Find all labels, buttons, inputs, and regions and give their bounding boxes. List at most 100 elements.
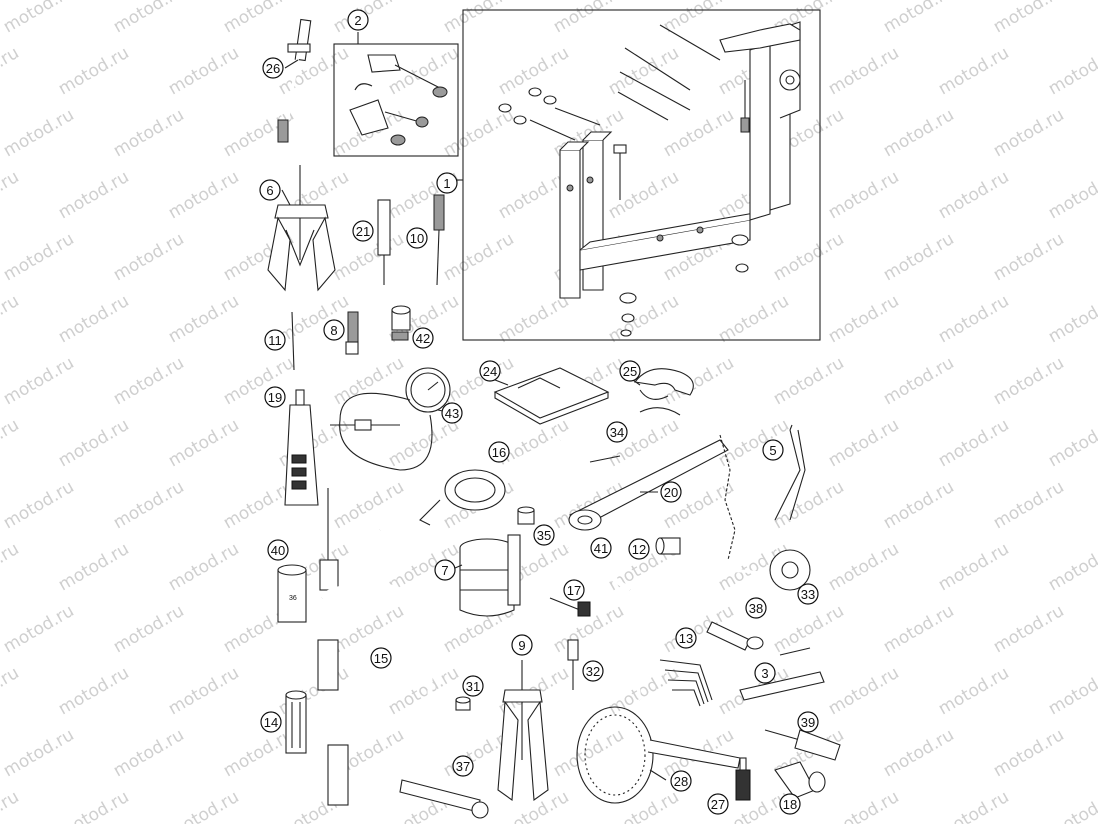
tool-21-pin xyxy=(377,199,391,285)
callout-26: 26 xyxy=(262,57,284,79)
callout-3: 3 xyxy=(754,662,776,684)
callout-circle xyxy=(745,597,767,619)
callout-circle xyxy=(262,57,284,79)
callout-28: 28 xyxy=(670,770,692,792)
tool-6-puller xyxy=(267,165,336,292)
callout-number: 19 xyxy=(268,390,282,405)
callout-circle xyxy=(660,481,682,503)
callout-number: 14 xyxy=(264,715,278,730)
callout-circle xyxy=(762,439,784,461)
callout-circle xyxy=(406,227,428,249)
callout-circle xyxy=(797,583,819,605)
callout-number: 8 xyxy=(330,323,337,338)
tool-11-rod xyxy=(291,311,295,371)
callout-circle xyxy=(779,793,801,815)
callout-circle xyxy=(582,660,604,682)
tool-5-pliers xyxy=(774,424,806,521)
tool-39-bolt xyxy=(764,729,841,761)
tool-16-wrench xyxy=(378,436,562,534)
tool-38-sleeve xyxy=(706,621,764,651)
callout-number: 34 xyxy=(610,425,624,440)
tool-28-band-wrench xyxy=(576,706,741,804)
callout-circle xyxy=(434,559,456,581)
callout-9: 9 xyxy=(511,634,533,656)
tool-33-flange-hose xyxy=(636,549,811,701)
callout-number: 32 xyxy=(586,664,600,679)
callout-circle xyxy=(347,9,369,31)
callout-number: 39 xyxy=(801,715,815,730)
callout-number: 9 xyxy=(518,638,525,653)
callout-37: 37 xyxy=(452,755,474,777)
callout-number: 6 xyxy=(266,183,273,198)
callout-35: 35 xyxy=(533,524,555,546)
callout-circle xyxy=(619,360,641,382)
callout-number: 17 xyxy=(567,583,581,598)
callout-number: 5 xyxy=(769,443,776,458)
tool-15-valve-spring-compressor xyxy=(317,488,433,806)
callout-circle xyxy=(628,538,650,560)
callout-number: 37 xyxy=(456,759,470,774)
callout-number: 16 xyxy=(492,445,506,460)
callout-circle xyxy=(511,634,533,656)
callout-circle xyxy=(370,647,392,669)
tool-27-loctite-bottle xyxy=(735,757,751,801)
callout-number: 40 xyxy=(271,543,285,558)
callout-circle xyxy=(441,402,463,424)
callout-circle xyxy=(267,539,289,561)
callout-circle xyxy=(264,329,286,351)
tool-13-hex-keys xyxy=(659,659,713,707)
callout-2: 2 xyxy=(347,9,369,31)
callout-circle xyxy=(259,179,281,201)
callout-number: 18 xyxy=(783,797,797,812)
callout-6: 6 xyxy=(259,179,281,201)
callout-15: 15 xyxy=(370,647,392,669)
tool-41-mandrel xyxy=(566,545,632,593)
callout-circle xyxy=(590,537,612,559)
tool-10-drift xyxy=(433,194,445,286)
tool-20-chain-wrench xyxy=(568,434,736,561)
callout-19: 19 xyxy=(264,386,286,408)
callout-number: 28 xyxy=(674,774,688,789)
callout-24: 24 xyxy=(479,360,501,382)
tool-40-socket: 36 xyxy=(277,564,307,623)
callout-circle xyxy=(452,755,474,777)
socket-marking: 36 xyxy=(289,595,297,602)
callout-circle xyxy=(260,711,282,733)
callout-21: 21 xyxy=(352,220,374,242)
callout-33: 33 xyxy=(797,583,819,605)
callout-number: 26 xyxy=(266,61,280,76)
tool-25-clamp xyxy=(634,368,694,400)
callout-circle xyxy=(707,793,729,815)
callout-number: 20 xyxy=(664,485,678,500)
callout-circle xyxy=(670,770,692,792)
callout-number: 43 xyxy=(445,406,459,421)
callout-16: 16 xyxy=(488,441,510,463)
callout-circle xyxy=(412,327,434,349)
tool-2-adapter-set xyxy=(333,32,459,157)
callout-14: 14 xyxy=(260,711,282,733)
callout-7: 7 xyxy=(434,559,456,581)
tool-34-pin xyxy=(589,407,681,463)
callout-number: 15 xyxy=(374,651,388,666)
callout-34: 34 xyxy=(606,421,628,443)
callout-39: 39 xyxy=(797,711,819,733)
tool-43-pressure-gauge xyxy=(330,367,451,471)
callout-number: 38 xyxy=(749,601,763,616)
tool-37-bar xyxy=(399,779,489,819)
callout-10: 10 xyxy=(406,227,428,249)
callout-number: 24 xyxy=(483,364,497,379)
callout-8: 8 xyxy=(323,319,345,341)
callout-31: 31 xyxy=(462,675,484,697)
tool-32-pin xyxy=(567,639,579,690)
callout-38: 38 xyxy=(745,597,767,619)
callout-circle xyxy=(533,524,555,546)
callout-number: 27 xyxy=(711,797,725,812)
callout-number: 3 xyxy=(761,666,768,681)
callout-42: 42 xyxy=(412,327,434,349)
callout-number: 11 xyxy=(268,333,282,348)
callout-number: 12 xyxy=(632,542,646,557)
callout-circle xyxy=(323,319,345,341)
tool-17-screw xyxy=(549,597,591,617)
